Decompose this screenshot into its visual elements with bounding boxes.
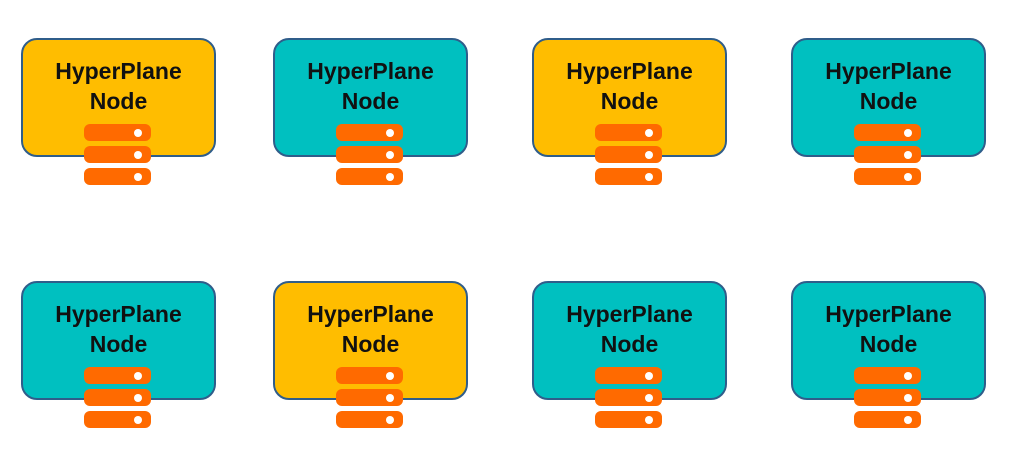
server-unit <box>336 146 403 163</box>
hyperplane-node-4: HyperPlane Node <box>791 38 986 188</box>
server-unit <box>84 168 151 185</box>
server-unit <box>595 389 662 406</box>
status-light-icon <box>645 394 653 402</box>
node-label: HyperPlane Node <box>273 56 468 116</box>
server-unit <box>854 124 921 141</box>
node-label: HyperPlane Node <box>791 299 986 359</box>
node-label-line2: Node <box>600 88 659 114</box>
status-light-icon <box>645 372 653 380</box>
server-unit <box>336 389 403 406</box>
hyperplane-node-2: HyperPlane Node <box>273 38 468 188</box>
node-label-line1: HyperPlane <box>55 58 182 84</box>
node-label: HyperPlane Node <box>532 299 727 359</box>
hyperplane-node-6: HyperPlane Node <box>273 281 468 431</box>
node-label-line1: HyperPlane <box>825 301 952 327</box>
server-unit <box>854 411 921 428</box>
status-light-icon <box>645 173 653 181</box>
server-unit <box>336 367 403 384</box>
server-unit <box>84 411 151 428</box>
status-light-icon <box>134 151 142 159</box>
status-light-icon <box>645 129 653 137</box>
status-light-icon <box>134 394 142 402</box>
hyperplane-node-5: HyperPlane Node <box>21 281 216 431</box>
server-unit <box>595 411 662 428</box>
server-stack-icon <box>854 124 921 186</box>
node-card <box>532 281 727 400</box>
node-label: HyperPlane Node <box>21 299 216 359</box>
server-stack-icon <box>336 124 403 186</box>
node-label-line2: Node <box>859 88 918 114</box>
server-stack-icon <box>336 367 403 429</box>
server-unit <box>854 168 921 185</box>
server-unit <box>854 146 921 163</box>
hyperplane-node-7: HyperPlane Node <box>532 281 727 431</box>
server-unit <box>595 168 662 185</box>
server-stack-icon <box>595 367 662 429</box>
server-unit <box>336 411 403 428</box>
status-light-icon <box>904 151 912 159</box>
server-unit <box>595 367 662 384</box>
server-unit <box>336 124 403 141</box>
node-label-line2: Node <box>89 88 148 114</box>
status-light-icon <box>904 129 912 137</box>
server-unit <box>595 146 662 163</box>
server-stack-icon <box>595 124 662 186</box>
status-light-icon <box>904 372 912 380</box>
status-light-icon <box>134 372 142 380</box>
node-label-line2: Node <box>89 331 148 357</box>
server-unit <box>84 367 151 384</box>
node-label-line1: HyperPlane <box>825 58 952 84</box>
status-light-icon <box>386 151 394 159</box>
node-label: HyperPlane Node <box>21 56 216 116</box>
node-label-line2: Node <box>600 331 659 357</box>
server-unit <box>84 146 151 163</box>
status-light-icon <box>134 416 142 424</box>
hyperplane-node-1: HyperPlane Node <box>21 38 216 188</box>
status-light-icon <box>386 416 394 424</box>
node-label-line1: HyperPlane <box>307 58 434 84</box>
server-unit <box>84 124 151 141</box>
node-label-line2: Node <box>341 88 400 114</box>
status-light-icon <box>134 129 142 137</box>
server-unit <box>336 168 403 185</box>
status-light-icon <box>904 173 912 181</box>
status-light-icon <box>134 173 142 181</box>
node-label: HyperPlane Node <box>273 299 468 359</box>
server-stack-icon <box>854 367 921 429</box>
server-unit <box>854 389 921 406</box>
node-label: HyperPlane Node <box>532 56 727 116</box>
status-light-icon <box>645 416 653 424</box>
node-label-line2: Node <box>341 331 400 357</box>
server-unit <box>595 124 662 141</box>
node-label: HyperPlane Node <box>791 56 986 116</box>
node-label-line2: Node <box>859 331 918 357</box>
server-stack-icon <box>84 124 151 186</box>
status-light-icon <box>904 416 912 424</box>
status-light-icon <box>386 372 394 380</box>
server-stack-icon <box>84 367 151 429</box>
node-label-line1: HyperPlane <box>566 58 693 84</box>
status-light-icon <box>645 151 653 159</box>
server-unit <box>84 389 151 406</box>
node-label-line1: HyperPlane <box>55 301 182 327</box>
status-light-icon <box>386 394 394 402</box>
server-unit <box>854 367 921 384</box>
node-label-line1: HyperPlane <box>307 301 434 327</box>
hyperplane-node-8: HyperPlane Node <box>791 281 986 431</box>
node-label-line1: HyperPlane <box>566 301 693 327</box>
status-light-icon <box>904 394 912 402</box>
hyperplane-node-3: HyperPlane Node <box>532 38 727 188</box>
status-light-icon <box>386 173 394 181</box>
status-light-icon <box>386 129 394 137</box>
